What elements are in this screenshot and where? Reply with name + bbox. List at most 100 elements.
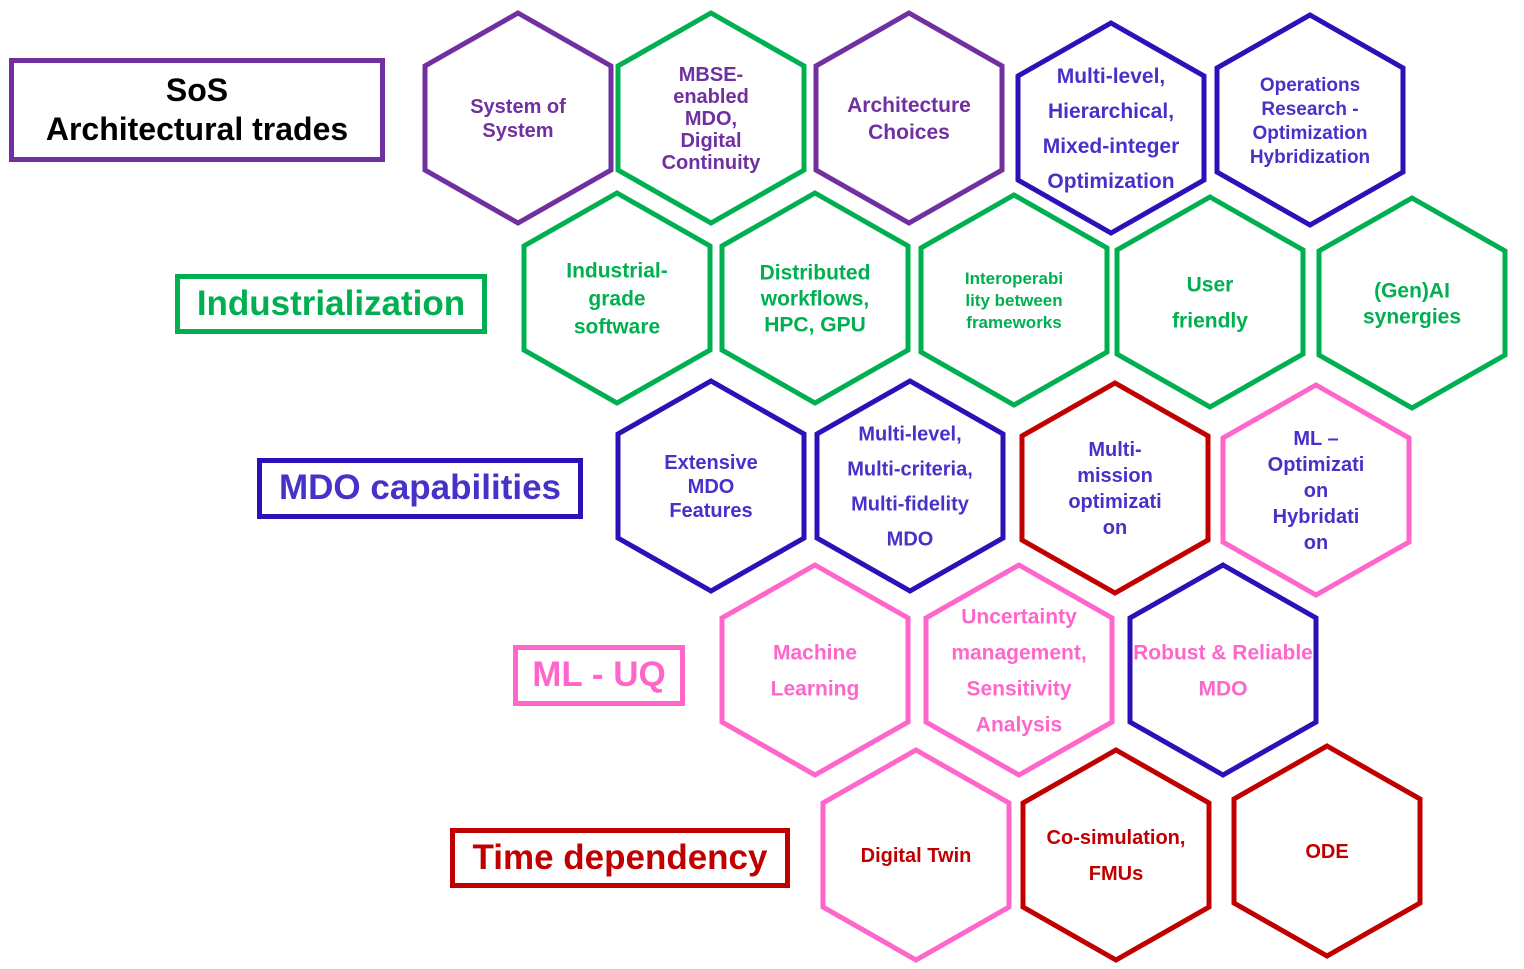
hexagon-label-line: management, bbox=[951, 642, 1086, 665]
hexagon-label: Interoperabi lity between frameworks bbox=[965, 269, 1063, 332]
hexagon-label-line: Co-simulation, bbox=[1047, 827, 1186, 849]
hexagon-label-line: Distributed bbox=[760, 262, 871, 285]
hexagon-label-line: Multi-level, bbox=[858, 424, 961, 446]
hexagon-label-line: friendly bbox=[1172, 310, 1248, 333]
hexagon-label: Digital Twin bbox=[861, 845, 972, 867]
hexagon-label-line: HPC, GPU bbox=[764, 314, 866, 337]
hexagon-label-line: frameworks bbox=[966, 313, 1061, 332]
hexagon-label-line: Uncertainty bbox=[961, 606, 1077, 629]
hexagon-label-line: on bbox=[1304, 532, 1328, 554]
hexagon-label-line: Multi-criteria, bbox=[847, 459, 973, 481]
hexagon-shape bbox=[923, 562, 1115, 778]
hexagon-label-line: Learning bbox=[771, 678, 860, 701]
hexagon-shape bbox=[1214, 12, 1406, 228]
hexagon-label-line: on bbox=[1103, 517, 1127, 539]
category-industrialization: Industrialization bbox=[175, 274, 487, 334]
hexagon-shape bbox=[615, 378, 807, 594]
hexagon-shape bbox=[521, 190, 713, 406]
hexagon-shape bbox=[1114, 194, 1306, 410]
hexagon-label-line: Research - bbox=[1261, 99, 1358, 120]
category-sos-architectural-trades: SoS Architectural trades bbox=[9, 58, 385, 162]
hex-genai-synergies: (Gen)AI synergies bbox=[1316, 195, 1508, 411]
hexagon-shape bbox=[615, 10, 807, 226]
hexagon-label-line: System bbox=[482, 120, 553, 142]
hexagon-label-line: Operations bbox=[1260, 75, 1360, 96]
category-mdo-capabilities: MDO capabilities bbox=[257, 458, 583, 519]
hexagon-label-line: enabled bbox=[673, 86, 749, 108]
hexagon-label-line: synergies bbox=[1363, 306, 1461, 329]
hexagon-label: Multi-level,Multi-criteria,Multi-fidelit… bbox=[847, 424, 973, 551]
hexagon-shape bbox=[814, 378, 1006, 594]
hexagon-label-line: Optimizati bbox=[1268, 454, 1365, 476]
hexagon-label-line: Interoperabi bbox=[965, 269, 1063, 288]
hexagon-label-line: Multi- bbox=[1088, 439, 1141, 461]
hexagon-shape bbox=[1015, 20, 1207, 236]
hexagon-shape bbox=[1220, 382, 1412, 598]
hex-user-friendly: User friendly bbox=[1114, 194, 1306, 410]
hex-distributed-workflows: Distributed workflows, HPC, GPU bbox=[719, 190, 911, 406]
hexagon-label: Distributed workflows, HPC, GPU bbox=[760, 262, 871, 337]
hexagon-label-line: ODE bbox=[1305, 841, 1348, 863]
hexagon-label-line: ML – bbox=[1293, 428, 1338, 450]
hexagon-label-line: MDO, bbox=[685, 108, 737, 130]
hexagon-shape bbox=[719, 190, 911, 406]
hexagon-shape bbox=[820, 747, 1012, 963]
hexagon-label-line: Architecture bbox=[847, 94, 971, 117]
hexagon-label-line: lity between bbox=[965, 291, 1062, 310]
hexagon-label-line: Hybridati bbox=[1273, 506, 1360, 528]
hexagon-label-line: software bbox=[574, 316, 660, 339]
hexagon-label-line: Choices bbox=[868, 121, 950, 144]
hexagon-label-line: on bbox=[1304, 480, 1328, 502]
hex-interoperability: Interoperabi lity between frameworks bbox=[918, 192, 1110, 408]
hex-ode: ODE bbox=[1231, 743, 1423, 959]
hexagon-label-line: (Gen)AI bbox=[1374, 280, 1450, 303]
hexagon-label-line: Multi-level, bbox=[1057, 65, 1166, 88]
hexagon-label-line: Robust & Reliable bbox=[1133, 642, 1313, 665]
hexagon-label-line: Industrial- bbox=[566, 260, 668, 283]
hexagon-label-line: MBSE- bbox=[679, 64, 743, 86]
hexagon-label-line: Mixed-integer bbox=[1043, 135, 1180, 158]
hexagon-shape bbox=[813, 10, 1005, 226]
hexagon-label-line: mission bbox=[1077, 465, 1153, 487]
hexagon-label: Co-simulation,FMUs bbox=[1047, 827, 1186, 885]
hex-co-simulation-fmus: Co-simulation,FMUs bbox=[1020, 747, 1212, 963]
hexagon-shape bbox=[1231, 743, 1423, 959]
hexagon-label-line: User bbox=[1187, 274, 1234, 297]
hexagon-label-line: MDO bbox=[1199, 678, 1248, 701]
hex-digital-twin: Digital Twin bbox=[820, 747, 1012, 963]
hexagon-label-line: Digital bbox=[680, 130, 741, 152]
hex-multi-level-multi-criteria: Multi-level,Multi-criteria,Multi-fidelit… bbox=[814, 378, 1006, 594]
hexagon-label-line: Optimization bbox=[1047, 170, 1174, 193]
hexagon-label-line: Features bbox=[669, 500, 752, 522]
hexagon-label-line: System of bbox=[470, 96, 566, 118]
hexagon-label-line: Hierarchical, bbox=[1048, 100, 1174, 123]
hexagon-label-line: MDO bbox=[887, 529, 934, 551]
hexagon-shape bbox=[1020, 747, 1212, 963]
hexagon-label-line: Digital Twin bbox=[861, 845, 972, 867]
category-ml-uq: ML - UQ bbox=[513, 645, 685, 706]
hexagon-label-line: workflows, bbox=[760, 288, 870, 311]
hexagon-label-line: Optimization bbox=[1252, 123, 1367, 144]
hexagon-label-line: MDO bbox=[688, 476, 735, 498]
hexagon-label: (Gen)AI synergies bbox=[1363, 280, 1461, 329]
hexagon-label-line: Machine bbox=[773, 642, 857, 665]
